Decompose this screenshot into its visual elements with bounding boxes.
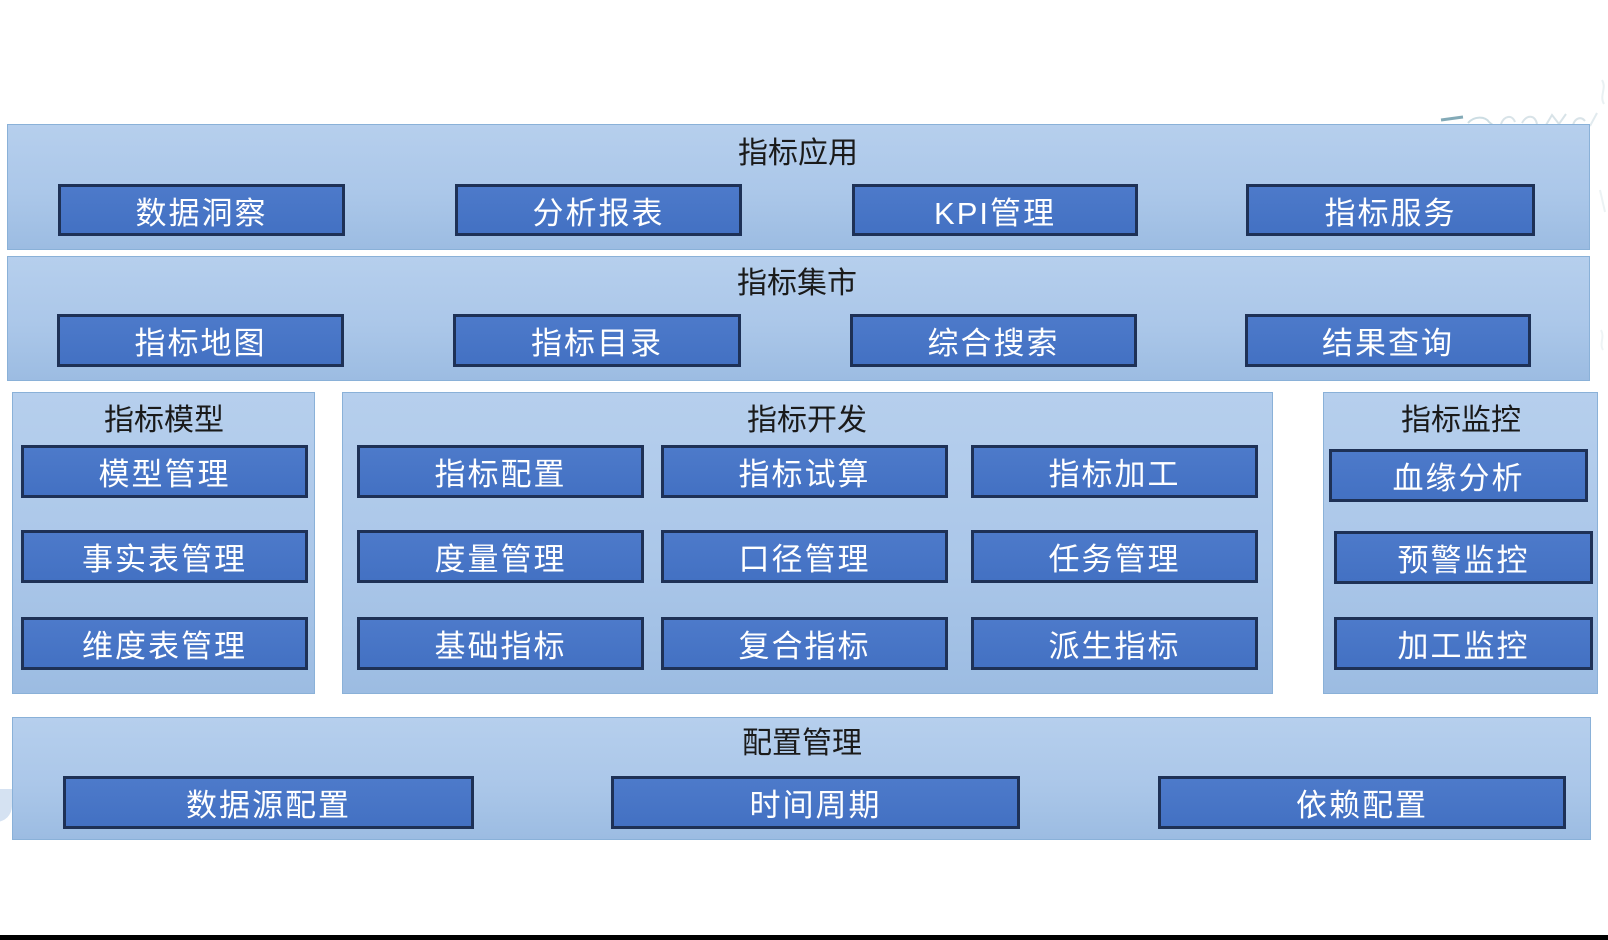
module-button: 时间周期: [611, 776, 1020, 829]
module-button: 口径管理: [661, 530, 948, 583]
module-button: 基础指标: [357, 617, 644, 670]
section-title-monitor: 指标监控: [1401, 404, 1521, 437]
module-button: 结果查询: [1245, 314, 1531, 367]
module-button: 指标地图: [57, 314, 344, 367]
module-button: 加工监控: [1334, 617, 1593, 670]
section-title-model: 指标模型: [104, 404, 224, 437]
module-button: 预警监控: [1334, 531, 1593, 584]
section-title-market: 指标集市: [737, 267, 857, 300]
module-button: KPI管理: [852, 184, 1138, 236]
module-button: 任务管理: [971, 530, 1258, 583]
section-indicator-market: 指标集市指标地图 指标目录 综合搜索 结果查询: [7, 256, 1590, 381]
section-indicator-model: 指标模型模型管理事实表管理维度表管理: [12, 392, 315, 694]
module-button: 依赖配置: [1158, 776, 1566, 829]
section-indicator-application: 指标应用数据洞察 分析报表 KPI管理 指标服务: [7, 124, 1590, 250]
section-title-app: 指标应用: [738, 137, 858, 170]
module-button: 派生指标: [971, 617, 1258, 670]
module-button: 度量管理: [357, 530, 644, 583]
module-button: 指标试算: [661, 445, 948, 498]
bottom-black-bar: [0, 935, 1608, 940]
module-button: 维度表管理: [21, 617, 308, 670]
module-button: 指标服务: [1246, 184, 1535, 236]
section-title-dev: 指标开发: [747, 404, 867, 437]
module-button: 综合搜索: [850, 314, 1137, 367]
module-button: 分析报表: [455, 184, 742, 236]
decorative-corner-shape: [0, 789, 12, 822]
module-button: 指标加工: [971, 445, 1258, 498]
module-button: 事实表管理: [21, 530, 308, 583]
module-button: 数据洞察: [58, 184, 345, 236]
section-indicator-monitoring: 指标监控血缘分析预警监控加工监控: [1323, 392, 1598, 694]
faint-edge-marks: [1599, 79, 1606, 351]
section-title-config: 配置管理: [742, 727, 862, 760]
handwritten-scribble-watermark: [1440, 112, 1598, 127]
module-button: 复合指标: [661, 617, 948, 670]
module-button: 指标配置: [357, 445, 644, 498]
module-button: 血缘分析: [1329, 449, 1588, 502]
section-indicator-development: 指标开发指标配置指标试算指标加工度量管理口径管理任务管理基础指标复合指标派生指标: [342, 392, 1273, 694]
section-config-management: 配置管理数据源配置 时间周期 依赖配置: [12, 717, 1591, 840]
module-button: 数据源配置: [63, 776, 474, 829]
module-button: 模型管理: [21, 445, 308, 498]
module-button: 指标目录: [453, 314, 741, 367]
